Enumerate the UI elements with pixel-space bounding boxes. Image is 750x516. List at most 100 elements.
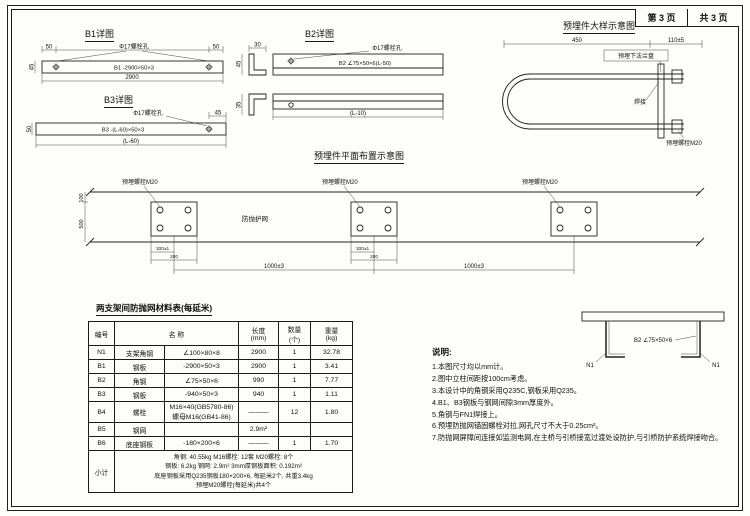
corner-detail-section: B2 ∠75×50×6 N1 N1 (578, 306, 728, 370)
cell: ——— (238, 436, 279, 451)
b3-dim-height: 50 (27, 125, 33, 132)
b2-dim-length: (L-10) (350, 111, 366, 117)
header-weight: 重量 (kg) (310, 321, 353, 346)
subtotal-line: 角钢: 40.55kg M16螺栓: 12套 M20螺栓: 8个 (173, 453, 294, 461)
b1-drawing: 50 Φ17螺栓孔 50 B1 -2900×50×3 45 2900 (30, 43, 224, 84)
embed-detail-title: 预埋件大样示意图 (563, 19, 636, 34)
b2-dim-width: 30 (254, 43, 261, 49)
note-item: 5.角钢与FN1焊接上。 (432, 409, 502, 419)
flange-plate (657, 63, 665, 139)
table-row: B1 钢板 -2900×50×3 2900 1 3.41 (88, 359, 353, 374)
cell: 钢板 (114, 359, 165, 374)
note-item: 7.防抛网屏障间连接如监测电网,在主桥与引桥接宽过渡处设防护,与引桥防护系统焊接… (432, 433, 723, 443)
b1-hole-label: Φ17螺栓孔 (119, 43, 148, 51)
b3-dim-length: (L-60) (123, 139, 139, 145)
cell: 1.11 (310, 387, 353, 402)
b1-dim-edge-left: 50 (46, 45, 53, 51)
cell: 3.41 (310, 359, 353, 374)
note-item: 2.图中立柱间距按100cm考虑。 (432, 373, 532, 383)
cell: 支架角钢 (114, 345, 165, 360)
anchor-plates (150, 201, 598, 237)
subtotal-line: 底座钢板采用Q235钢板180×200×6, 每延米2个, 共重3.4kg (154, 472, 313, 480)
note-item: 3.本设计中的角钢采用Q235C,钢板采用Q235。 (432, 385, 581, 395)
notes-section: 说明: 1.本图尺寸均以mm计。 2.图中立柱间距按100cm考虑。 3.本设计… (432, 346, 734, 444)
header-name: 名 称 (114, 321, 239, 346)
cell: 1 (278, 387, 311, 402)
plan-dimension-lines (83, 185, 575, 274)
b1-dim-edge-right: 50 (213, 45, 220, 51)
note-item: 4.B1、B3钢板与钢网间隙3mm厚度外。 (432, 397, 558, 407)
nut-bottom (671, 119, 683, 134)
subtotal-label: 小计 (88, 449, 115, 494)
cell: 2.9m² (238, 422, 279, 437)
b1-dim-height: 45 (30, 63, 36, 70)
cell: B6 (88, 436, 115, 451)
b3-title: B3详图 (104, 93, 134, 108)
embed-bolt-label: 预埋螺栓M20 (666, 139, 702, 147)
page-label: 第 3 页 (636, 9, 688, 26)
sheet-inner-frame (11, 9, 739, 507)
cell: 螺栓 (114, 401, 165, 423)
b2-angle-section-bottom (248, 93, 267, 116)
b3-plate (35, 122, 227, 136)
b3-detail-section: B3详图 Φ17螺栓孔 45 B3 -(L-60)×50×3 50 (L-60) (27, 90, 238, 154)
bracket-angles (605, 321, 701, 358)
subtotal-line: 预埋M20螺栓(每延米)共4个 (195, 482, 272, 490)
ubolt-inner-bend (507, 78, 531, 125)
b1-dimension-lines (34, 46, 224, 84)
subtotal-content: 角钢: 40.55kg M16螺栓: 12套 M20螺栓: 8个 钢板: 6.2… (114, 449, 353, 494)
cell: -2900×50×3 (164, 359, 239, 374)
plan-dim-span1: 1000±3 (264, 264, 285, 270)
plan-dim-top: 100 (79, 193, 85, 202)
b3-hole-label: Φ17螺栓孔 (133, 109, 162, 117)
plan-drawing: 预埋螺栓M20 预埋螺栓M20 预埋螺栓M20 防抛护网 100 500 100… (79, 178, 705, 274)
b1-bolt-hole-left (53, 64, 59, 70)
plan-dim-p2a: 100±1 (356, 246, 370, 252)
cell: B4 (88, 401, 115, 423)
cell: 990 (238, 373, 279, 388)
cell: ——— (238, 401, 279, 423)
net-label: 防抛护网 (242, 214, 268, 223)
table-subtotal-row: 小计 角钢: 40.55kg M16螺栓: 12套 M20螺栓: 8个 钢板: … (88, 449, 353, 494)
cell: 1 (278, 345, 311, 360)
cell: 1.80 (310, 401, 353, 423)
b1-title: B1详图 (85, 27, 115, 42)
plan-title: 预埋件平面布置示意图 (314, 149, 405, 164)
plan-dim-p2b: 200 (370, 254, 378, 260)
flange-label-box (603, 49, 669, 62)
b1-detail-section: B1详图 50 Φ17螺栓孔 50 B1 -2900×50×3 45 2900 (30, 24, 235, 90)
cell: 钢网 (114, 422, 165, 437)
corner-n1-label-right: N1 (712, 363, 720, 369)
corner-b2-label: B2 ∠75×50×6 (634, 337, 673, 344)
cell: ∠100×80×8 (164, 345, 239, 360)
plan-dim-p1a: 100±1 (156, 246, 170, 252)
plan-layout-section: 预埋件平面布置示意图 (79, 146, 707, 282)
cell (278, 422, 311, 437)
weld-label: 焊接 (634, 98, 646, 106)
corner-detail-drawing: B2 ∠75×50×6 N1 N1 (581, 311, 725, 369)
table-row: B4 螺栓 M16×40(GB5780-86) 螺母M16(GB41-86) —… (88, 401, 353, 423)
cell: 940 (238, 387, 279, 402)
cell: ∠75×50×6 (164, 373, 239, 388)
notes-title: 说明: (432, 347, 452, 357)
corner-n1-label-left: N1 (586, 363, 594, 369)
table-header-row: 编号 名 称 长度 (mm) 数量 (个) 重量 (kg) (88, 321, 353, 346)
b2-detail-section: B2详图 30 45 Φ17螺栓孔 B2 ∠75×50×6(L-50) (237, 24, 452, 140)
cell: B1 (88, 359, 115, 374)
cell: 7.77 (310, 373, 353, 388)
table-row: B5 钢网 2.9m² (88, 422, 353, 437)
cell: 2900 (238, 359, 279, 374)
header-id: 编号 (88, 321, 115, 346)
b1-spec-label: B1 -2900×50×3 (114, 66, 154, 72)
page-number-box: 第 3 页 共 3 页 (635, 9, 739, 27)
b3-spec-label: B3 -(L-60)×50×3 (102, 128, 145, 134)
b2-dim-height-bottom: 35 (237, 101, 243, 108)
parapet-strip (85, 187, 705, 247)
table-row: B3 钢板 -940×50×3 940 1 1.11 (88, 387, 353, 402)
b1-plate (41, 60, 224, 74)
plan-dim-span2: 1000±3 (464, 264, 485, 270)
total-pages-label: 共 3 页 (699, 13, 728, 23)
embed-detail-section: 预埋件大样示意图 450 110±5 预埋下法兰盘 焊接 预埋螺栓M20 (488, 16, 733, 148)
cell: B2 (88, 373, 115, 388)
